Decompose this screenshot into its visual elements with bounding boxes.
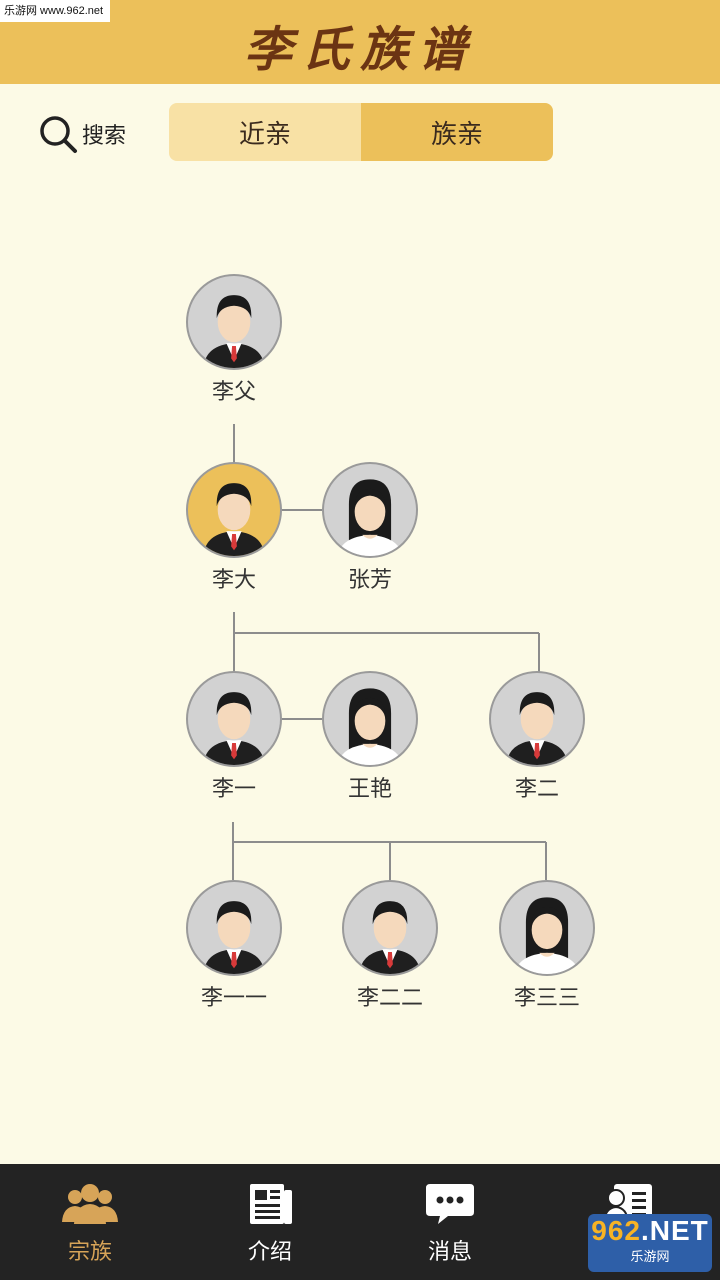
member-name: 李父 bbox=[211, 380, 256, 405]
message-icon bbox=[426, 1184, 474, 1224]
nav-label: 宗族 bbox=[67, 1240, 112, 1265]
member-name: 李大 bbox=[211, 568, 256, 593]
member-name: 李三三 bbox=[513, 986, 580, 1011]
newspaper-icon bbox=[250, 1184, 292, 1224]
logo-suffix: .NET bbox=[640, 1215, 709, 1246]
tab-close-relatives[interactable]: 近亲 bbox=[169, 103, 361, 161]
member-zhang-fang[interactable]: 张芳 bbox=[320, 462, 420, 594]
female-avatar-icon bbox=[322, 462, 418, 558]
clan-icon bbox=[62, 1184, 118, 1224]
watermark-text: 乐游网 www.962.net bbox=[0, 0, 110, 22]
female-avatar-icon bbox=[499, 880, 595, 976]
member-li-erer[interactable]: 李二二 bbox=[340, 880, 440, 1012]
member-name: 王艳 bbox=[347, 777, 392, 802]
page-title: 李氏族谱 bbox=[243, 22, 476, 78]
tab-clan-relatives[interactable]: 族亲 bbox=[361, 103, 553, 161]
site-logo: 962.NET 乐游网 bbox=[588, 1214, 712, 1272]
male-avatar-icon bbox=[186, 671, 282, 767]
male-avatar-icon bbox=[186, 462, 282, 558]
nav-clan[interactable]: 宗族 bbox=[0, 1164, 180, 1280]
relation-tabs: 近亲 族亲 bbox=[169, 103, 553, 161]
member-name: 李一一 bbox=[200, 986, 267, 1011]
member-li-fu[interactable]: 李父 bbox=[184, 274, 284, 406]
member-li-yi[interactable]: 李一 bbox=[184, 671, 284, 803]
nav-intro[interactable]: 介绍 bbox=[180, 1164, 360, 1280]
member-name: 李二 bbox=[514, 777, 559, 802]
member-name: 张芳 bbox=[347, 568, 392, 593]
search-label: 搜索 bbox=[82, 124, 127, 149]
logo-number: 962 bbox=[591, 1215, 641, 1246]
male-avatar-icon bbox=[186, 274, 282, 370]
nav-messages[interactable]: 消息 bbox=[360, 1164, 540, 1280]
search-icon bbox=[40, 116, 77, 153]
logo-site-name: 乐游网 bbox=[630, 1249, 670, 1264]
search-button[interactable]: 搜索 bbox=[38, 114, 126, 154]
member-li-sansan[interactable]: 李三三 bbox=[497, 880, 597, 1012]
member-li-yiyi[interactable]: 李一一 bbox=[184, 880, 284, 1012]
member-wang-yan[interactable]: 王艳 bbox=[320, 671, 420, 803]
female-avatar-icon bbox=[322, 671, 418, 767]
nav-label: 介绍 bbox=[247, 1240, 292, 1265]
male-avatar-icon bbox=[186, 880, 282, 976]
male-avatar-icon bbox=[489, 671, 585, 767]
member-li-er[interactable]: 李二 bbox=[487, 671, 587, 803]
member-name: 李一 bbox=[211, 777, 256, 802]
male-avatar-icon bbox=[342, 880, 438, 976]
member-li-da[interactable]: 李大 bbox=[184, 462, 284, 594]
family-tree-lines bbox=[232, 424, 547, 880]
app-header: 李氏族谱 bbox=[0, 0, 720, 84]
member-name: 李二二 bbox=[356, 986, 423, 1011]
nav-label: 消息 bbox=[427, 1240, 472, 1265]
